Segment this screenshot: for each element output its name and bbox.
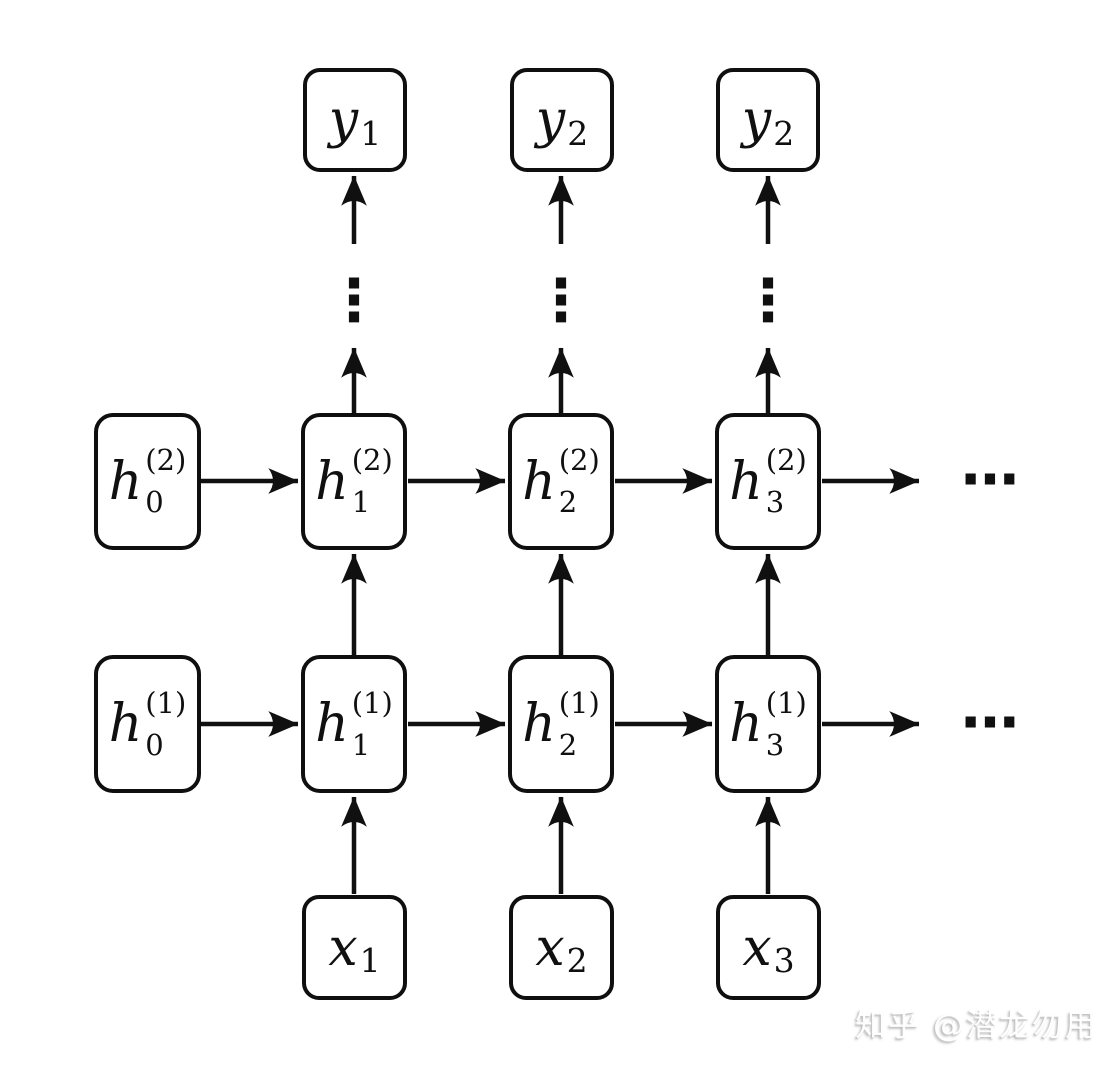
layer1-to-layer2-arrows <box>341 553 781 656</box>
var-subscript: 3 <box>765 485 785 519</box>
node-label: h(2) 0 <box>109 446 187 517</box>
var-subscript: 1 <box>359 941 381 980</box>
node-h2-layer2: h(2) 2 <box>508 413 614 550</box>
var-subscript: 2 <box>567 113 589 153</box>
var-subscript: 2 <box>558 485 578 519</box>
watermark: 知乎 @潜龙勿用 <box>855 1008 1098 1044</box>
var-base: h <box>108 451 143 512</box>
var-subscript: 0 <box>145 727 164 762</box>
node-label: h(2) 3 <box>729 446 807 517</box>
node-label: h(1) 2 <box>522 685 600 762</box>
var-superscript: (2) <box>558 443 600 477</box>
var-base: x <box>328 917 358 978</box>
node-label: h(1) 3 <box>729 685 807 762</box>
var-superscript: (2) <box>765 443 807 477</box>
var-superscript: (2) <box>145 443 187 477</box>
var-base: y <box>535 90 566 150</box>
node-label: h(1) 0 <box>108 685 187 762</box>
var-subscript: 1 <box>351 727 371 762</box>
var-base: h <box>729 451 763 512</box>
var-superscript: (2) <box>351 443 393 477</box>
var-base: h <box>315 451 349 512</box>
var-subscript: 2 <box>773 113 795 153</box>
var-subscript: 1 <box>351 485 371 519</box>
var-base: h <box>315 694 349 754</box>
var-base: y <box>328 90 359 150</box>
var-subscript: 3 <box>773 941 795 980</box>
var-base: x <box>535 917 565 978</box>
vertical-ellipsis: ⋮ <box>739 266 797 334</box>
var-base: h <box>522 694 556 754</box>
var-base: y <box>741 90 772 150</box>
var-subscript: 3 <box>765 727 785 762</box>
var-subscript: 0 <box>145 485 164 519</box>
node-h3-layer2: h(2) 3 <box>715 413 821 550</box>
vertical-ellipsis: ⋮ <box>325 266 383 334</box>
var-superscript: (1) <box>558 685 600 720</box>
node-h3-layer1: h(1) 3 <box>715 655 821 793</box>
horizontal-ellipsis: ⋯ <box>961 445 1021 513</box>
var-superscript: (1) <box>351 685 393 720</box>
var-subscript: 1 <box>360 113 382 153</box>
input-to-layer1-arrows <box>341 796 781 894</box>
var-subscript: 2 <box>566 941 588 980</box>
node-label: h(1) 1 <box>315 685 393 762</box>
node-h1-layer1: h(1) 1 <box>301 655 407 793</box>
var-base: h <box>729 694 763 754</box>
node-label: h(2) 2 <box>522 446 600 517</box>
horizontal-ellipsis: ⋯ <box>961 688 1021 756</box>
vertical-ellipsis: ⋮ <box>532 266 590 334</box>
var-base: h <box>522 451 556 512</box>
var-subscript: 2 <box>558 727 578 762</box>
var-base: h <box>108 694 143 754</box>
var-superscript: (1) <box>765 685 807 720</box>
node-h1-layer2: h(2) 1 <box>301 413 407 550</box>
node-h0-layer1: h(1) 0 <box>94 655 201 793</box>
node-h0-layer2: h(2) 0 <box>94 413 201 550</box>
var-superscript: (1) <box>145 685 187 720</box>
node-h2-layer1: h(1) 2 <box>508 655 614 793</box>
var-base: x <box>742 917 772 978</box>
node-label: h(2) 1 <box>315 446 393 517</box>
